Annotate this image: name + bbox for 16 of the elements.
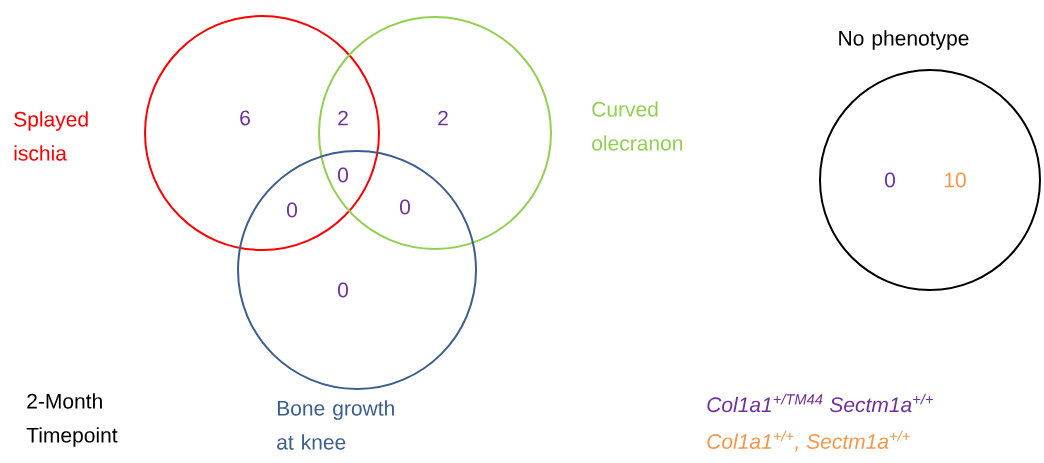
set-label: Splayed ischia [14, 111, 88, 161]
set-label: No phenotype [839, 30, 969, 50]
count-number: 0 [287, 202, 297, 218]
count-number: 2 [438, 110, 448, 126]
set-label: Bone growth at knee [277, 400, 394, 450]
set-label: Curved olecranon [592, 101, 683, 151]
count-number: 0 [338, 167, 348, 183]
count-number: 0 [885, 172, 895, 188]
count-number: 0 [338, 282, 348, 298]
count-number: 6 [240, 110, 250, 126]
genotype-label: Col1a1$^{+/+}$, Sectm1a$^{+/+}$ [707, 430, 910, 452]
timepoint-note: 2-Month Timepoint [26, 393, 118, 447]
count-number: 0 [400, 199, 410, 215]
count-number: 2 [338, 110, 348, 126]
genotype-label: Col1a1$^{+/TM44}$ Sectm1a$^{+/+}$ [707, 393, 933, 413]
count-number: 10 [944, 172, 966, 188]
